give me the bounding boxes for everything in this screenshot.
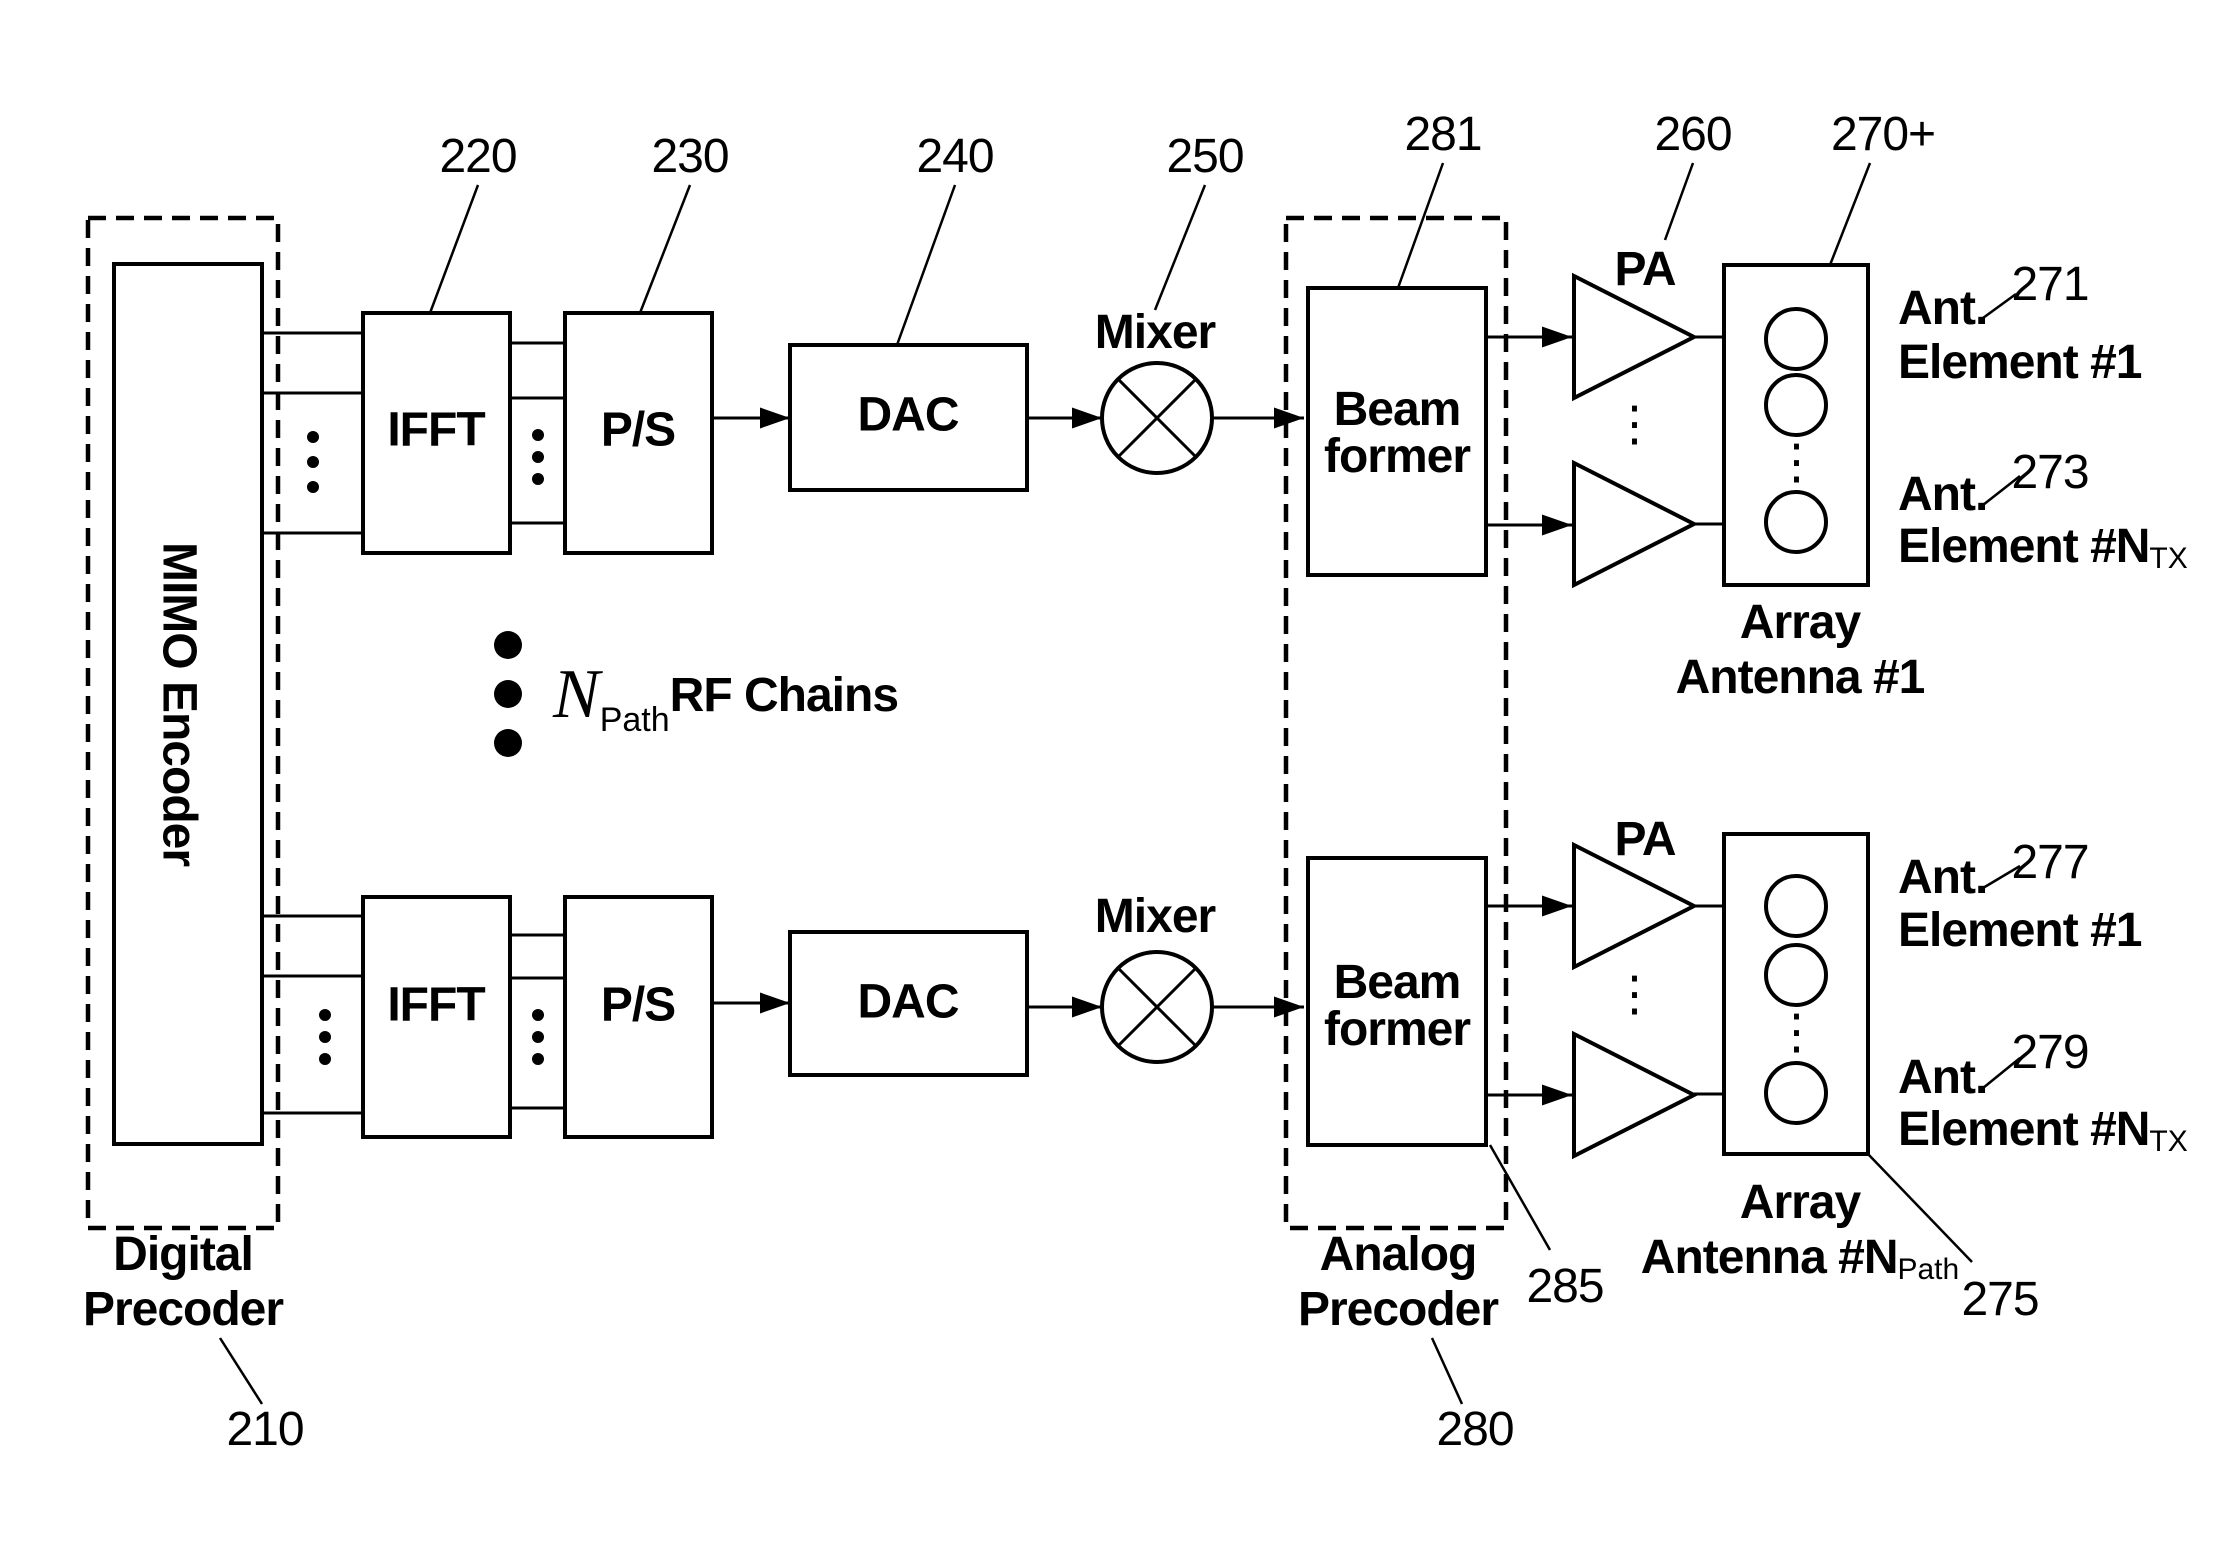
element-label-bottom-1: Element #1 bbox=[1898, 904, 2142, 957]
ref-num-260: 260 bbox=[1654, 108, 1731, 161]
rf-chain-top: IFFT P/S DAC Mixer bbox=[262, 306, 1304, 553]
array-antenna-top-line2: Antenna #1 bbox=[1676, 651, 1925, 704]
ant-label-bottom-1: Ant. bbox=[1898, 851, 1987, 904]
ref-leader-240 bbox=[897, 185, 955, 345]
ref-leader-230 bbox=[640, 185, 690, 313]
antenna-element-bottom-n bbox=[1766, 1063, 1826, 1123]
ref-num-275: 275 bbox=[1961, 1273, 2038, 1326]
vdots-pa-bottom: ⋮ bbox=[1611, 968, 1658, 1021]
ifft-label-top: IFFT bbox=[387, 404, 485, 457]
mixer-label-top: Mixer bbox=[1095, 306, 1216, 359]
rf-chains-label: NPathRF Chains bbox=[552, 656, 898, 739]
ref-leader-220 bbox=[430, 185, 478, 313]
ref-num-277: 277 bbox=[2011, 836, 2088, 889]
ref-num-279: 279 bbox=[2011, 1026, 2088, 1079]
ant-label-bottom-n: Ant. bbox=[1898, 1051, 1987, 1104]
pa-amplifier-top-2 bbox=[1574, 463, 1694, 585]
antenna-element-bottom-2 bbox=[1766, 945, 1826, 1005]
digital-precoder-label-line2: Precoder bbox=[83, 1283, 283, 1336]
ref-num-240: 240 bbox=[916, 130, 993, 183]
pa-label-top: PA bbox=[1614, 243, 1675, 296]
ifft-label-bottom: IFFT bbox=[387, 979, 485, 1032]
ref-leader-281 bbox=[1398, 163, 1443, 288]
dac-label-top: DAC bbox=[858, 389, 959, 442]
ant-label-top-1: Ant. bbox=[1898, 282, 1987, 335]
antenna-element-top-1 bbox=[1766, 309, 1826, 369]
ref-num-271: 271 bbox=[2011, 258, 2088, 311]
ref-leader-250 bbox=[1155, 185, 1205, 310]
element-label-top-n: Element #NTX bbox=[1898, 520, 2188, 575]
element-label-top-1: Element #1 bbox=[1898, 336, 2142, 389]
ref-num-250: 250 bbox=[1166, 130, 1243, 183]
ref-leader-210 bbox=[220, 1338, 262, 1404]
rf-chains-indicator: NPathRF Chains bbox=[494, 631, 898, 757]
mimo-encoder-label: MIMO Encoder bbox=[152, 542, 205, 866]
ref-num-270: 270+ bbox=[1831, 108, 1935, 161]
array-antenna-bottom-line2: Antenna #NPath bbox=[1641, 1231, 1959, 1286]
ref-leader-270 bbox=[1830, 163, 1870, 265]
beamformer-bottom-line2: former bbox=[1324, 1003, 1470, 1056]
antenna-element-top-2 bbox=[1766, 375, 1826, 435]
vdots-antenna-bottom: ⋮ bbox=[1773, 1006, 1820, 1059]
antenna-element-bottom-1 bbox=[1766, 876, 1826, 936]
ref-num-220: 220 bbox=[439, 130, 516, 183]
element-label-bottom-n: Element #NTX bbox=[1898, 1103, 2188, 1158]
pa-label-bottom: PA bbox=[1614, 813, 1675, 866]
ref-num-285: 285 bbox=[1526, 1260, 1603, 1313]
mixer-bottom bbox=[1102, 952, 1212, 1062]
beamformer-bottom-line1: Beam bbox=[1334, 956, 1461, 1009]
analog-precoder-label-line1: Analog bbox=[1320, 1228, 1477, 1281]
antenna-element-top-n bbox=[1766, 492, 1826, 552]
analog-precoder-label-line2: Precoder bbox=[1298, 1283, 1498, 1336]
ref-num-281: 281 bbox=[1404, 108, 1481, 161]
ref-num-210: 210 bbox=[226, 1403, 303, 1456]
mixer-top bbox=[1102, 363, 1212, 473]
dac-label-bottom: DAC bbox=[858, 976, 959, 1029]
beamformer-top-line1: Beam bbox=[1334, 383, 1461, 436]
array-antenna-top-line1: Array bbox=[1740, 596, 1862, 649]
ref-num-230: 230 bbox=[651, 130, 728, 183]
ps-label-bottom: P/S bbox=[601, 979, 675, 1032]
ref-leader-280 bbox=[1432, 1338, 1462, 1404]
rf-chain-bottom: IFFT P/S DAC Mixer bbox=[262, 890, 1304, 1137]
ref-num-273: 273 bbox=[2011, 446, 2088, 499]
array-antenna-bottom-line1: Array bbox=[1740, 1176, 1862, 1229]
ant-label-top-n: Ant. bbox=[1898, 468, 1987, 521]
ref-leader-285 bbox=[1490, 1145, 1550, 1250]
ref-leader-260 bbox=[1665, 163, 1693, 240]
vdots-pa-top: ⋮ bbox=[1611, 398, 1658, 451]
ref-num-280: 280 bbox=[1436, 1403, 1513, 1456]
beamformer-top-line2: former bbox=[1324, 430, 1470, 483]
pa-amplifier-bottom-2 bbox=[1574, 1034, 1694, 1156]
digital-precoder-label-line1: Digital bbox=[113, 1228, 253, 1281]
vdots-antenna-top: ⋮ bbox=[1773, 436, 1820, 489]
ps-label-top: P/S bbox=[601, 404, 675, 457]
mixer-label-bottom: Mixer bbox=[1095, 890, 1216, 943]
